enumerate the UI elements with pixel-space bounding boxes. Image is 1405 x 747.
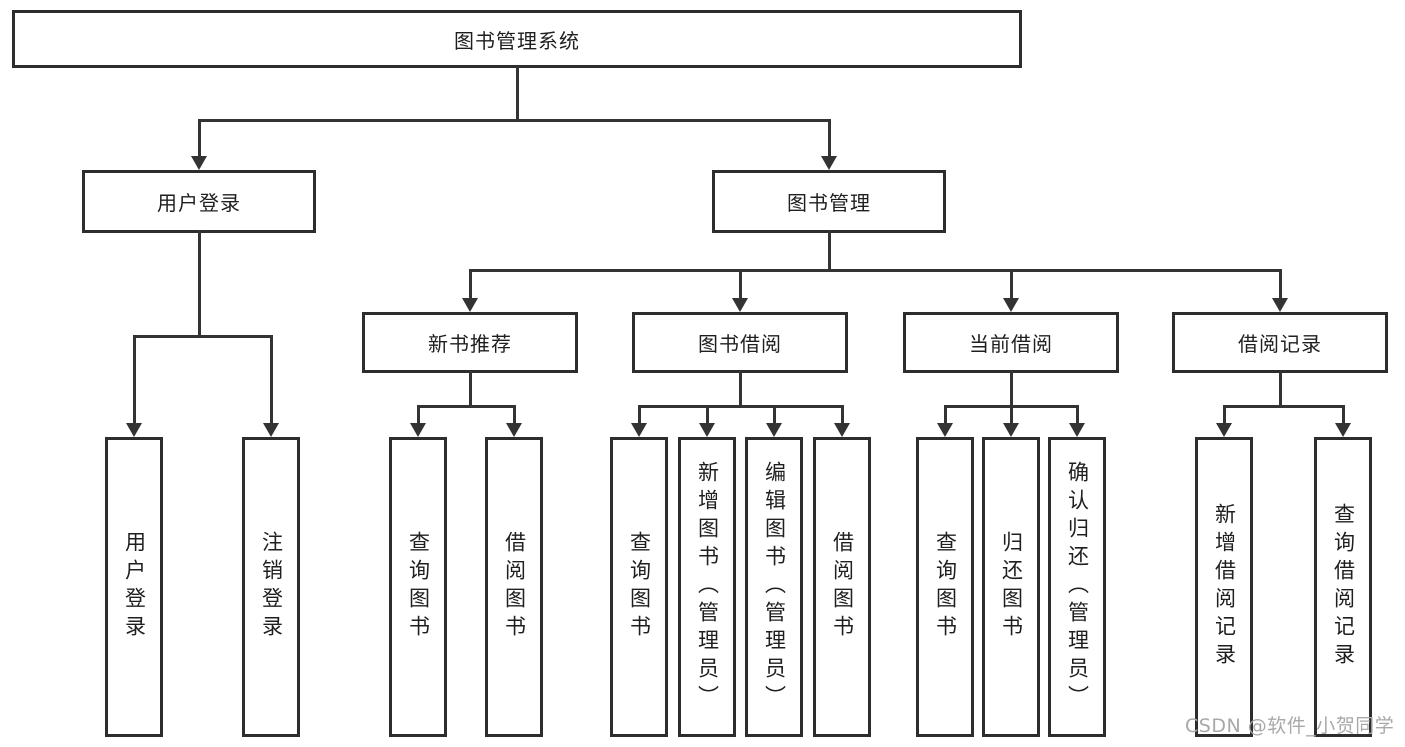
connector-line bbox=[469, 371, 472, 408]
connector-line bbox=[1279, 371, 1282, 408]
connector-line bbox=[944, 405, 947, 425]
leaf-borrow-edit-books-admin: 编辑图书（管理员） bbox=[745, 437, 803, 737]
arrow-down-icon bbox=[821, 156, 837, 170]
leaf-newbook-query-books: 查询图书 bbox=[389, 437, 447, 737]
arrow-down-icon bbox=[766, 423, 782, 437]
connector-line bbox=[828, 230, 831, 272]
arrow-down-icon bbox=[1003, 423, 1019, 437]
connector-line bbox=[706, 405, 709, 425]
connector-line bbox=[198, 230, 201, 338]
node-new-book-recommend: 新书推荐 bbox=[362, 312, 578, 373]
connector-line bbox=[516, 66, 519, 122]
leaf-borrow-borrow-books: 借阅图书 bbox=[813, 437, 871, 737]
node-book-borrow: 图书借阅 bbox=[632, 312, 848, 373]
connector-line bbox=[1342, 405, 1345, 425]
arrow-down-icon bbox=[631, 423, 647, 437]
connector-line bbox=[417, 405, 420, 425]
arrow-down-icon bbox=[1216, 423, 1232, 437]
connector-line bbox=[1010, 405, 1013, 425]
arrow-down-icon bbox=[1272, 298, 1288, 312]
leaf-current-confirm-return-admin: 确认归还（管理员） bbox=[1048, 437, 1106, 737]
arrow-down-icon bbox=[462, 298, 478, 312]
connector-line bbox=[198, 119, 201, 159]
node-book-management: 图书管理 bbox=[712, 170, 946, 233]
node-borrow-records: 借阅记录 bbox=[1172, 312, 1388, 373]
connector-line bbox=[198, 119, 831, 122]
arrow-down-icon bbox=[1069, 423, 1085, 437]
connector-line bbox=[773, 405, 776, 425]
leaf-current-query-books: 查询图书 bbox=[916, 437, 974, 737]
connector-line bbox=[1223, 405, 1226, 425]
connector-line bbox=[1010, 371, 1013, 408]
connector-line bbox=[638, 405, 844, 408]
arrow-down-icon bbox=[1003, 298, 1019, 312]
node-root: 图书管理系统 bbox=[12, 10, 1022, 68]
arrow-down-icon bbox=[834, 423, 850, 437]
connector-line bbox=[469, 269, 472, 301]
arrow-down-icon bbox=[506, 423, 522, 437]
leaf-borrow-query-books: 查询图书 bbox=[610, 437, 668, 737]
leaf-logout: 注销登录 bbox=[242, 437, 300, 737]
connector-line bbox=[1010, 269, 1013, 301]
connector-line bbox=[638, 405, 641, 425]
leaf-borrow-add-books-admin: 新增图书（管理员） bbox=[678, 437, 736, 737]
arrow-down-icon bbox=[410, 423, 426, 437]
connector-line bbox=[1279, 269, 1282, 301]
arrow-down-icon bbox=[699, 423, 715, 437]
connector-line bbox=[739, 269, 742, 301]
node-current-borrow: 当前借阅 bbox=[903, 312, 1119, 373]
leaf-record-add: 新增借阅记录 bbox=[1195, 437, 1253, 737]
connector-line bbox=[739, 371, 742, 408]
node-user-login: 用户登录 bbox=[82, 170, 316, 233]
arrow-down-icon bbox=[263, 423, 279, 437]
connector-line bbox=[513, 405, 516, 425]
leaf-user-login: 用户登录 bbox=[105, 437, 163, 737]
connector-line bbox=[1223, 405, 1345, 408]
connector-line bbox=[469, 269, 1282, 272]
connector-line bbox=[417, 405, 516, 408]
connector-line bbox=[270, 335, 273, 425]
arrow-down-icon bbox=[1335, 423, 1351, 437]
connector-line bbox=[1076, 405, 1079, 425]
connector-line bbox=[841, 405, 844, 425]
arrow-down-icon bbox=[732, 298, 748, 312]
arrow-down-icon bbox=[937, 423, 953, 437]
arrow-down-icon bbox=[126, 423, 142, 437]
leaf-current-return-books: 归还图书 bbox=[982, 437, 1040, 737]
leaf-record-query: 查询借阅记录 bbox=[1314, 437, 1372, 737]
arrow-down-icon bbox=[191, 156, 207, 170]
connector-line bbox=[133, 335, 273, 338]
leaf-newbook-borrow-books: 借阅图书 bbox=[485, 437, 543, 737]
connector-line bbox=[828, 119, 831, 159]
connector-line bbox=[133, 335, 136, 425]
watermark: CSDN @软件_小贺同学 bbox=[1185, 715, 1395, 737]
